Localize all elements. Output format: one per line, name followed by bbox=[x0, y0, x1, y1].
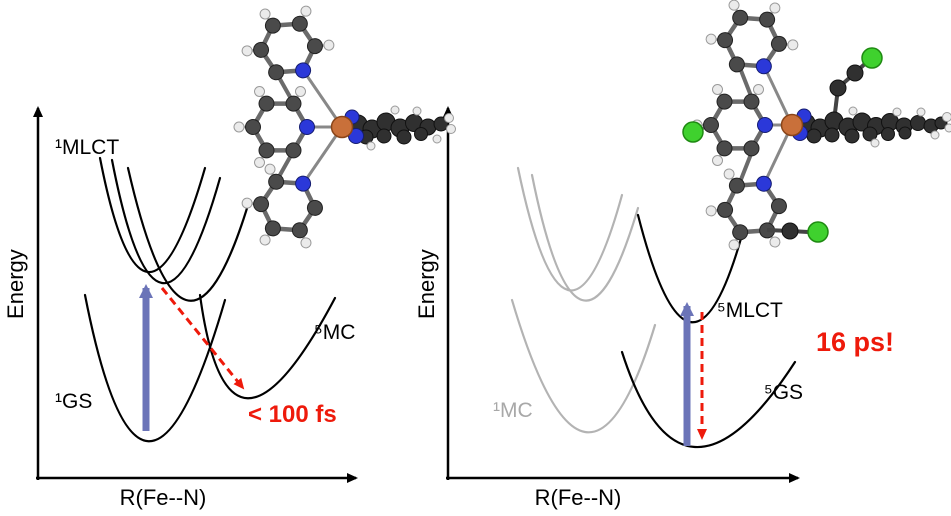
right-mc-state-label: ¹MC bbox=[493, 399, 533, 422]
chlorine-atom bbox=[682, 121, 704, 143]
right-gs-state-label: ⁵GS bbox=[764, 381, 804, 404]
left-mlct-state-label: ¹MLCT bbox=[55, 136, 120, 159]
quintet-gs-curve bbox=[620, 350, 797, 449]
left-gs-state-label: ¹GS bbox=[55, 390, 93, 413]
iron-atom bbox=[330, 115, 354, 139]
gray-mlct-curve-2 bbox=[530, 173, 640, 302]
quintet-mc-curve bbox=[198, 293, 337, 400]
left-panel-axes bbox=[33, 106, 358, 483]
mlct-curve-3 bbox=[126, 166, 250, 302]
chlorine-atom bbox=[861, 47, 883, 69]
left-decay-arrow bbox=[160, 287, 245, 390]
right-energy-axis-label: Energy bbox=[413, 249, 439, 319]
iron-atom bbox=[780, 113, 804, 137]
molecule-right-icon bbox=[682, 0, 951, 267]
left-timescale-annotation: < 100 fs bbox=[248, 401, 337, 428]
right-mlct-state-label: ⁵MLCT bbox=[717, 299, 783, 322]
right-panel-black-curves bbox=[620, 213, 797, 449]
edge-on-ligand-left bbox=[344, 105, 456, 151]
gray-mlct-curve-1 bbox=[516, 166, 624, 292]
edge-on-ligand-right bbox=[766, 58, 951, 240]
singlet-gs-curve bbox=[83, 293, 227, 443]
molecule-left-icon bbox=[229, 0, 456, 267]
singlet-mc-gray-curve bbox=[510, 298, 657, 434]
chlorine-atom bbox=[807, 221, 829, 243]
singlet-mlct-curves bbox=[98, 156, 250, 302]
right-panel-axes bbox=[443, 106, 800, 483]
mlct-curve-2 bbox=[110, 158, 222, 285]
right-timescale-annotation: 16 ps! bbox=[816, 327, 895, 357]
left-panel-curves bbox=[83, 156, 337, 443]
right-panel-gray-curves bbox=[510, 166, 657, 434]
left-energy-axis-label: Energy bbox=[2, 249, 28, 319]
right-x-axis-label: R(Fe--N) bbox=[534, 485, 622, 510]
left-x-axis-label: R(Fe--N) bbox=[119, 485, 207, 510]
left-mc-state-label: ⁵MC bbox=[314, 321, 356, 344]
